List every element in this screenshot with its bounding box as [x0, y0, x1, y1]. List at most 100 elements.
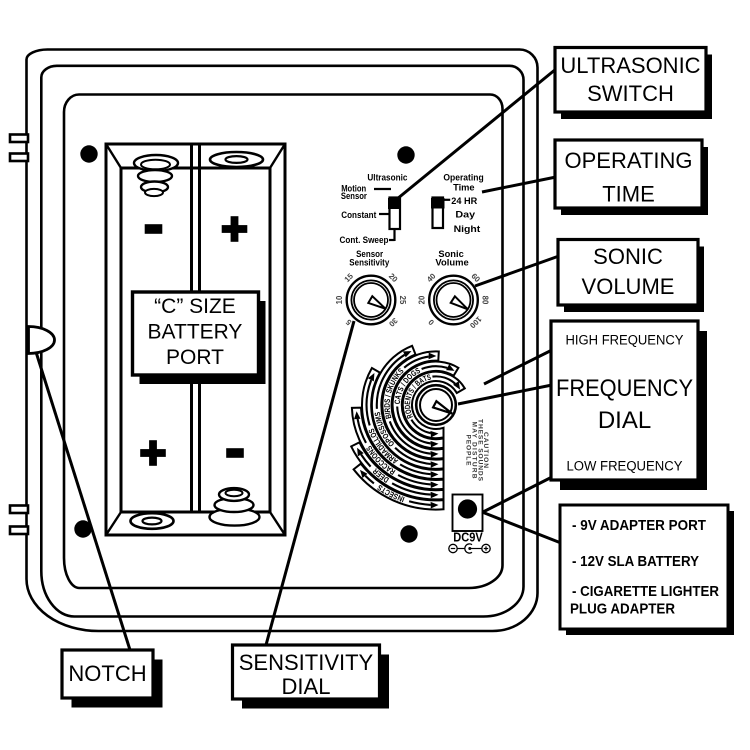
svg-text:D: D	[402, 376, 412, 385]
svg-text:S: S	[408, 387, 417, 395]
svg-text:O: O	[369, 431, 379, 440]
svg-text:I: I	[401, 495, 406, 505]
svg-text:C: C	[393, 399, 402, 404]
svg-text:N: N	[390, 374, 400, 383]
svg-text:T: T	[422, 375, 429, 384]
svg-text:OPERATING: OPERATING	[565, 148, 693, 173]
svg-text:E: E	[375, 469, 384, 479]
svg-text:Ultrasonic: Ultrasonic	[367, 172, 407, 182]
svg-text:O: O	[405, 372, 415, 382]
svg-text:S: S	[426, 374, 432, 383]
svg-text:O: O	[373, 454, 383, 464]
svg-text:Constant: Constant	[341, 210, 376, 220]
svg-text:VOLUME: VOLUME	[582, 274, 675, 299]
svg-text:S: S	[392, 491, 400, 502]
svg-text:- 12V SLA BATTERY: - 12V SLA BATTERY	[572, 553, 699, 570]
svg-text:A: A	[391, 456, 400, 466]
svg-text:P: P	[384, 435, 394, 444]
svg-text:S: S	[367, 427, 377, 434]
svg-text:G: G	[409, 368, 418, 378]
svg-text:N: N	[367, 447, 377, 456]
svg-text:Day: Day	[455, 209, 476, 219]
svg-text:T: T	[379, 485, 388, 496]
svg-text:T: T	[406, 391, 415, 398]
svg-text:BATTERY: BATTERY	[148, 321, 243, 344]
svg-text:24 HR: 24 HR	[451, 196, 477, 206]
svg-text:I: I	[384, 412, 393, 415]
svg-text:B: B	[384, 413, 394, 419]
svg-text:/: /	[399, 382, 407, 388]
svg-text:- CIGARETTE LIGHTER: - CIGARETTE LIGHTER	[572, 583, 719, 600]
svg-text:D: D	[383, 403, 392, 408]
svg-text:S: S	[377, 424, 387, 431]
svg-text:N: N	[405, 396, 414, 402]
svg-text:U: U	[375, 420, 385, 427]
svg-text:S: S	[365, 444, 375, 453]
svg-text:NOTCH: NOTCH	[68, 661, 146, 686]
svg-text:E: E	[404, 400, 412, 405]
svg-text:I: I	[376, 441, 384, 448]
svg-text:“C” SIZE: “C” SIZE	[154, 295, 236, 318]
svg-text:N: N	[396, 493, 404, 504]
svg-text:S: S	[414, 366, 422, 376]
svg-text:TIME: TIME	[602, 182, 655, 207]
svg-text:S: S	[385, 388, 395, 395]
svg-text:A: A	[380, 446, 390, 455]
svg-text:K: K	[386, 383, 396, 391]
svg-text:R: R	[388, 466, 397, 476]
svg-text:ULTRASONIC: ULTRASONIC	[560, 53, 700, 78]
svg-text:Motion: Motion	[341, 184, 366, 194]
svg-text:5: 5	[344, 317, 354, 327]
svg-text:/: /	[411, 384, 418, 390]
svg-text:A: A	[385, 464, 394, 474]
svg-text:M: M	[374, 415, 384, 422]
svg-text:T: T	[395, 389, 405, 396]
svg-text:SENSITIVITY: SENSITIVITY	[239, 650, 374, 675]
svg-text:MAY DISTURB: MAY DISTURB	[470, 422, 477, 479]
svg-text:A: A	[394, 394, 404, 400]
svg-text:R: R	[387, 452, 397, 462]
svg-text:U: U	[388, 379, 398, 387]
svg-text:Time: Time	[453, 183, 475, 193]
svg-text:O: O	[381, 431, 391, 440]
svg-text:CAUTION: CAUTION	[482, 432, 489, 468]
svg-text:C: C	[382, 487, 391, 498]
svg-text:R: R	[406, 412, 415, 419]
svg-text:LOW FREQUENCY: LOW FREQUENCY	[567, 459, 683, 474]
svg-text:20: 20	[418, 295, 427, 304]
svg-text:C: C	[381, 461, 390, 471]
svg-text:M: M	[383, 449, 393, 459]
svg-text:DIAL: DIAL	[598, 407, 651, 434]
svg-text:E: E	[387, 489, 395, 500]
svg-text:B: B	[414, 379, 422, 388]
svg-text:S: S	[396, 385, 406, 393]
svg-text:E: E	[378, 472, 387, 482]
svg-text:SWITCH: SWITCH	[587, 81, 674, 106]
svg-text:S: S	[373, 411, 382, 417]
svg-text:S: S	[396, 367, 405, 376]
svg-text:S: S	[375, 483, 384, 494]
svg-text:D: D	[377, 443, 387, 452]
svg-text:10: 10	[335, 295, 344, 304]
svg-text:25: 25	[398, 296, 407, 305]
svg-text:D: D	[404, 405, 412, 410]
svg-text:O: O	[405, 408, 414, 415]
svg-text:80: 80	[480, 296, 489, 305]
svg-text:/: /	[384, 394, 393, 397]
svg-text:Sensitivity: Sensitivity	[349, 258, 390, 268]
svg-text:K: K	[393, 370, 403, 380]
svg-text:FREQUENCY: FREQUENCY	[556, 375, 693, 402]
svg-text:S: S	[379, 428, 389, 436]
svg-text:C: C	[377, 458, 386, 468]
svg-text:THESE SOUNDS: THESE SOUNDS	[476, 419, 483, 482]
svg-text:D: D	[382, 474, 391, 484]
svg-text:DIAL: DIAL	[282, 674, 331, 699]
svg-text:L: L	[371, 435, 381, 443]
svg-text:L: L	[373, 438, 383, 446]
svg-text:Night: Night	[454, 224, 481, 234]
svg-text:Sensor: Sensor	[356, 249, 383, 259]
svg-text:DC9V: DC9V	[453, 530, 483, 545]
svg-text:PLUG ADAPTER: PLUG ADAPTER	[570, 601, 675, 618]
svg-text:HIGH FREQUENCY: HIGH FREQUENCY	[566, 333, 684, 348]
svg-text:R: R	[371, 466, 381, 476]
